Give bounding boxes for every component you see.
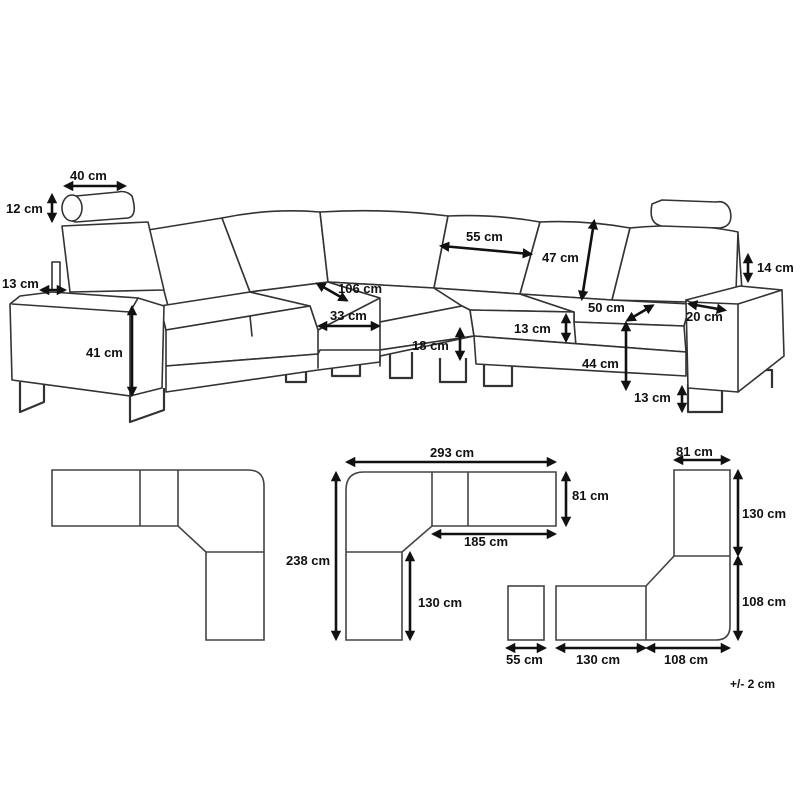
back-cushion-3 bbox=[319, 209, 449, 289]
dim-corner-gap: 33 cm bbox=[330, 308, 367, 323]
dim-right-arm-width: 20 cm bbox=[686, 309, 723, 324]
plan-view-plain bbox=[51, 469, 265, 641]
dim-seat-depth: 50 cm bbox=[588, 300, 625, 315]
tolerance-note: +/- 2 cm bbox=[730, 677, 775, 691]
dim-corner-depth: 106 cm bbox=[338, 281, 382, 296]
ottoman bbox=[507, 585, 545, 641]
sofa-illustration bbox=[9, 190, 785, 424]
dim-back-height: 47 cm bbox=[542, 250, 579, 265]
dim-plan-inner-width: 185 cm bbox=[464, 534, 508, 549]
dim-plan-top-width: 293 cm bbox=[430, 445, 474, 460]
left-arm bbox=[9, 291, 165, 397]
dim-alt-bottom-left: 130 cm bbox=[576, 652, 620, 667]
plan-view-corner: 293 cm 81 cm 185 cm 238 cm 130 cm bbox=[286, 445, 609, 642]
plan-view-alternate: 81 cm 130 cm 108 cm 55 cm 130 cm 108 cm bbox=[504, 444, 786, 667]
dim-base-height: 18 cm bbox=[412, 338, 449, 353]
sofa-base bbox=[165, 335, 687, 393]
dim-arm-height: 41 cm bbox=[86, 345, 123, 360]
dim-alt-top-height: 130 cm bbox=[742, 506, 786, 521]
dim-seat-height: 44 cm bbox=[582, 356, 619, 371]
dim-plan-total-depth: 238 cm bbox=[286, 553, 330, 568]
dim-seat-width: 55 cm bbox=[466, 229, 503, 244]
back-cushion-left bbox=[61, 221, 165, 293]
dim-plan-top-depth: 81 cm bbox=[572, 488, 609, 503]
dim-alt-ottoman: 55 cm bbox=[506, 652, 543, 667]
dim-left-arm-width: 13 cm bbox=[2, 276, 39, 291]
back-cushions bbox=[61, 209, 739, 307]
dim-alt-bottom-right: 108 cm bbox=[664, 652, 708, 667]
dim-headrest-width: 40 cm bbox=[70, 168, 107, 183]
dim-plan-left-leg: 130 cm bbox=[418, 595, 462, 610]
dim-cushion-height: 13 cm bbox=[514, 321, 551, 336]
dim-leg-height: 13 cm bbox=[634, 390, 671, 405]
dim-alt-width: 81 cm bbox=[676, 444, 713, 459]
dim-headrest-height: 12 cm bbox=[6, 201, 43, 216]
sofa-dimensions: 40 cm 12 cm 13 cm 41 cm 106 cm 33 cm 55 … bbox=[2, 168, 794, 414]
dim-headrest-right-height: 14 cm bbox=[757, 260, 794, 275]
headrest-right bbox=[650, 199, 732, 229]
headrests bbox=[51, 190, 743, 291]
seat-cushions bbox=[159, 281, 691, 367]
dim-alt-mid-height: 108 cm bbox=[742, 594, 786, 609]
back-cushion-6 bbox=[611, 224, 739, 303]
